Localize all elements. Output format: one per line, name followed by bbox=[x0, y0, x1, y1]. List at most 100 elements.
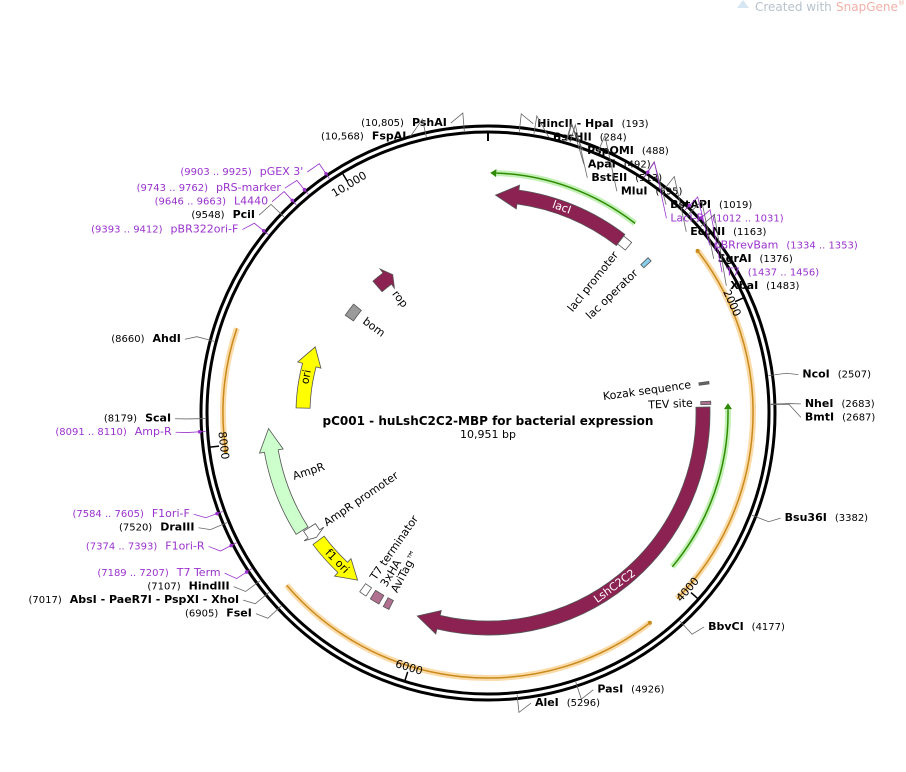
site-f1ori-r: F1ori-R(7374 .. 7393) bbox=[86, 539, 237, 552]
site-leader-econi bbox=[662, 175, 687, 232]
orange-arc-head-1 bbox=[647, 620, 652, 625]
site-position-nhei: (2683) bbox=[841, 399, 874, 410]
feature-shape-laci-promoter bbox=[617, 235, 633, 251]
feature-bom: bom bbox=[344, 303, 388, 340]
site-position-pshai: (10,805) bbox=[361, 118, 404, 129]
site-xbai: XbaI(1483) bbox=[700, 213, 800, 292]
site-position-apai: (492) bbox=[624, 159, 651, 170]
feature-ampr: AmpR bbox=[258, 427, 327, 535]
site-position-f1ori-f: (7584 .. 7605) bbox=[72, 509, 144, 520]
site-scai: ScaI (8179) bbox=[104, 412, 206, 425]
site-name-f1ori-r: F1ori-R bbox=[165, 539, 205, 552]
site-position-ncoi: (2507) bbox=[838, 370, 871, 381]
tick-mark-4000 bbox=[690, 591, 699, 600]
site-name-pgex-3: pGEX 3' bbox=[260, 165, 304, 178]
site-name-absi-paer7i-pspxi-xhoi: AbsI - PaeR7I - PspXI - XhoI bbox=[70, 593, 239, 606]
site-position-econi: (1163) bbox=[733, 227, 766, 238]
site-pgex-3: pGEX 3'(9903 .. 9925) bbox=[180, 163, 330, 179]
tick-label-10000: 10,000 bbox=[329, 169, 369, 200]
green-arc-head-0 bbox=[490, 169, 497, 178]
site-name-mlui: MluI bbox=[621, 184, 648, 197]
site-name-scai: ScaI bbox=[145, 412, 171, 425]
orange-arc-head-2 bbox=[223, 449, 228, 454]
site-position-absi-paer7i-pspxi-xhoi: (7017) bbox=[28, 595, 61, 606]
site-leader-sgrai bbox=[688, 200, 715, 259]
feature-label-bom: bom bbox=[360, 315, 387, 340]
site-leader-bbvci bbox=[679, 620, 705, 635]
site-position-pasi: (4926) bbox=[631, 685, 664, 696]
feature-laci: lacI bbox=[494, 184, 626, 247]
site-pshai: PshAI(10,805) bbox=[361, 112, 465, 132]
feature-shape-ori bbox=[295, 346, 322, 409]
tick-mark-10000 bbox=[342, 173, 349, 182]
site-position-alei: (5296) bbox=[567, 698, 600, 709]
plasmid-name: pC001 - huLshC2C2-MBP for bacterial expr… bbox=[323, 414, 654, 428]
watermark: Created with SnapGene ® bbox=[737, 0, 905, 14]
primer-mark-pgex-3 bbox=[324, 171, 328, 176]
site-leader-mlui bbox=[597, 134, 618, 192]
site-sgrai: SgrAI(1376) bbox=[688, 200, 793, 265]
green-arc-0 bbox=[496, 172, 636, 224]
site-name-sgrai: SgrAI bbox=[718, 252, 752, 265]
snapgene-logo-icon bbox=[737, 0, 749, 8]
site-leader-xbai bbox=[700, 213, 727, 286]
primer-mark-prs-marker bbox=[302, 187, 307, 192]
site-draiii: DraIII(7520) bbox=[119, 521, 228, 534]
site-position-l4440: (9646 .. 9663) bbox=[155, 197, 227, 208]
sites: HincII - HpaI(193)BssHII(284)PspOMI(488)… bbox=[28, 112, 875, 714]
green-arc-1 bbox=[671, 409, 729, 568]
primer-mark-t7-term bbox=[244, 570, 249, 574]
site-position-fspai: (10,568) bbox=[321, 132, 364, 143]
center-title: pC001 - huLshC2C2-MBP for bacterial expr… bbox=[323, 414, 654, 441]
primer-mark-t7 bbox=[699, 216, 703, 220]
site-position-fsei: (6905) bbox=[185, 609, 218, 620]
site-name-bmti: BmtI bbox=[805, 410, 834, 423]
site-leader-pcii bbox=[258, 203, 285, 218]
feature-shape-tev-site bbox=[700, 400, 712, 406]
primer-mark-pbrrevbam bbox=[687, 203, 692, 208]
site-leader-ahdi bbox=[184, 336, 215, 342]
feature-label-laci: lacI bbox=[551, 198, 573, 217]
site-bsteii: BstEII(513) bbox=[569, 123, 662, 184]
site-name-bsu36i: Bsu36I bbox=[785, 511, 827, 524]
feature-label-ori: ori bbox=[298, 369, 314, 386]
site-name-bbvci: BbvCI bbox=[708, 620, 744, 633]
plasmid-size: 10,951 bp bbox=[460, 428, 516, 441]
site-position-pcii: (9548) bbox=[191, 210, 224, 221]
feature-label-ampr: AmpR bbox=[291, 460, 327, 483]
site-position-t7-term: (7189 .. 7207) bbox=[97, 568, 169, 579]
site-leader-alei bbox=[516, 694, 532, 714]
feature-ori: ori bbox=[295, 346, 322, 409]
site-prs-marker: pRS-marker(9743 .. 9762) bbox=[137, 179, 309, 195]
feature-shape-kozak-sequence bbox=[698, 380, 710, 386]
tick-label-6000: 6000 bbox=[394, 657, 425, 678]
feature-shape-avitag bbox=[382, 597, 394, 610]
site-alei: AleI(5296) bbox=[516, 694, 600, 714]
site-hincii-hpai: HincII - HpaI(193) bbox=[518, 113, 649, 132]
site-hindiii: HindIII(7107) bbox=[147, 580, 261, 593]
site-position-scai: (8179) bbox=[104, 414, 137, 425]
site-position-ahdi: (8660) bbox=[111, 334, 144, 345]
feature-lshc2c2: LshC2C2 bbox=[416, 406, 711, 636]
watermark-registered-mark: ® bbox=[898, 0, 905, 7]
site-name-apai: ApaI bbox=[588, 157, 616, 170]
site-name-xbai: XbaI bbox=[730, 279, 758, 292]
site-position-hincii-hpai: (193) bbox=[622, 119, 649, 130]
backbone-inner-ring bbox=[205, 130, 771, 696]
site-name-ahdi: AhdI bbox=[153, 332, 181, 345]
site-position-bstapi: (1019) bbox=[719, 200, 752, 211]
site-position-prs-marker: (9743 .. 9762) bbox=[137, 183, 209, 194]
site-name-l4440: L4440 bbox=[234, 195, 268, 208]
site-leader-bsshii bbox=[533, 114, 550, 138]
site-fsei: FseI(6905) bbox=[185, 605, 282, 620]
feature-label-rop: rop bbox=[389, 288, 410, 310]
primer-mark-pbr322ori-f bbox=[261, 229, 266, 233]
site-leader-pasi bbox=[575, 681, 594, 700]
feature-shape-f1-ori bbox=[312, 535, 359, 581]
site-leader-apai bbox=[566, 122, 585, 165]
primer-mark-f1ori-r bbox=[229, 543, 233, 548]
feature-label-tev-site: TEV site bbox=[647, 397, 693, 412]
site-position-bmti: (2687) bbox=[842, 412, 875, 423]
